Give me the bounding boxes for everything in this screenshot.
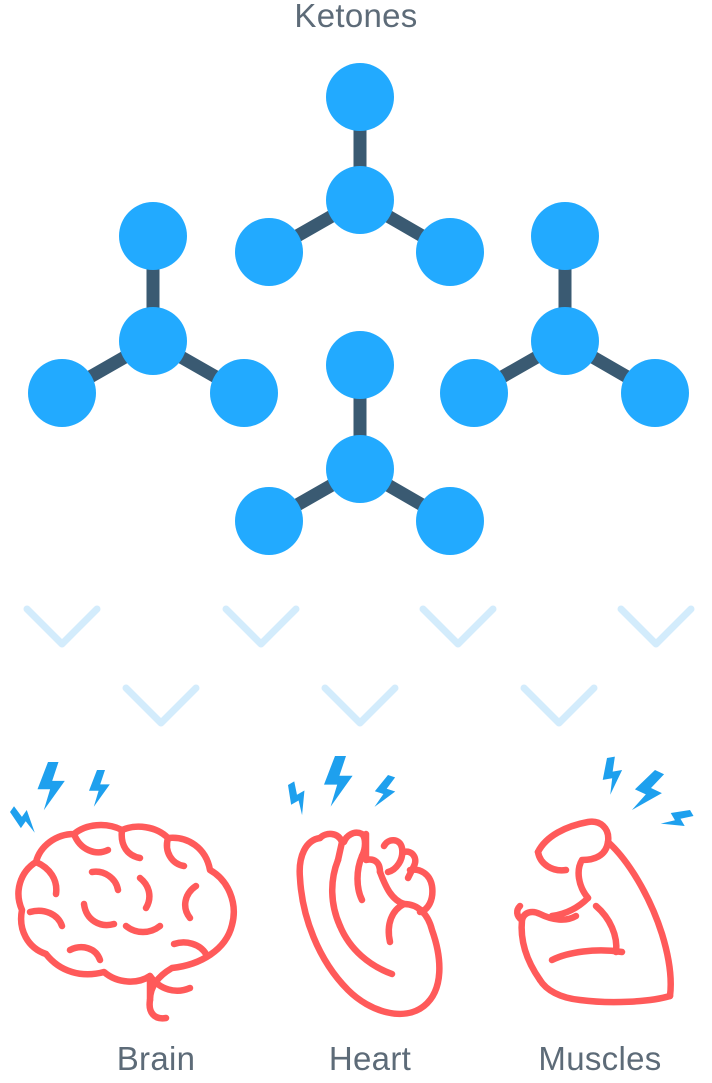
brain-label: Brain (116, 1040, 196, 1077)
ketone-molecule (235, 331, 484, 555)
lightning-bolt-icon (324, 756, 353, 807)
down-arrow (617, 406, 695, 648)
lightning-bolt-icon (5, 802, 43, 837)
down-arrow (520, 356, 598, 727)
heart-icon (296, 829, 443, 1018)
heart-label: Heart (328, 1040, 412, 1077)
lightning-bolt-icon (658, 803, 696, 836)
muscles-label: Muscles (538, 1040, 662, 1077)
ketone-molecule (28, 202, 278, 427)
diagram-title: Ketones (294, 0, 418, 34)
down-arrow (321, 486, 399, 727)
molecules (28, 63, 689, 555)
lightning-bolt-icon (37, 762, 65, 811)
muscle-icon (514, 818, 674, 1006)
lightning-bolt-icon (626, 765, 670, 819)
lightning-bolt-icon (370, 772, 400, 812)
ketone-molecule (235, 63, 484, 286)
ketone-molecule (440, 202, 689, 427)
brain-icon (15, 821, 237, 1022)
lightning-bolt-icon (281, 779, 315, 818)
lightning-bolt-icon (89, 770, 110, 807)
down-arrow (23, 406, 101, 648)
down-arrow (122, 356, 200, 727)
lightning-bolt-icon (599, 755, 626, 796)
